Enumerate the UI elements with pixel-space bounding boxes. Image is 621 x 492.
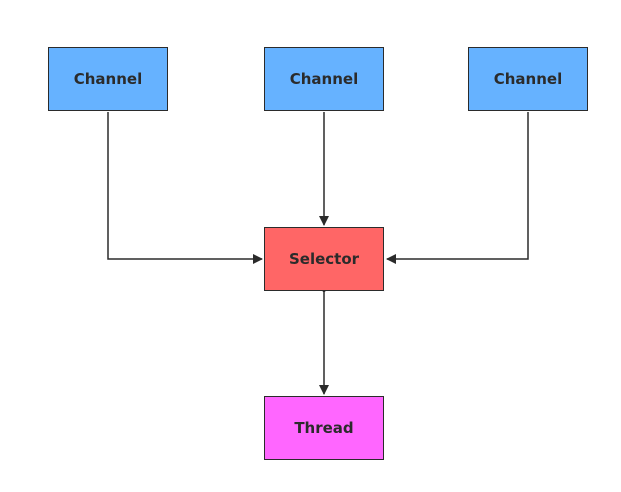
selector-node: Selector: [264, 227, 384, 291]
edge-channel-3-to-selector: [386, 112, 529, 264]
channel-node-2: Channel: [264, 47, 384, 111]
edge-channel-1-to-selector: [107, 112, 263, 264]
thread-node: Thread: [264, 396, 384, 460]
channel-node-3: Channel: [468, 47, 588, 111]
channel-node-1: Channel: [48, 47, 168, 111]
